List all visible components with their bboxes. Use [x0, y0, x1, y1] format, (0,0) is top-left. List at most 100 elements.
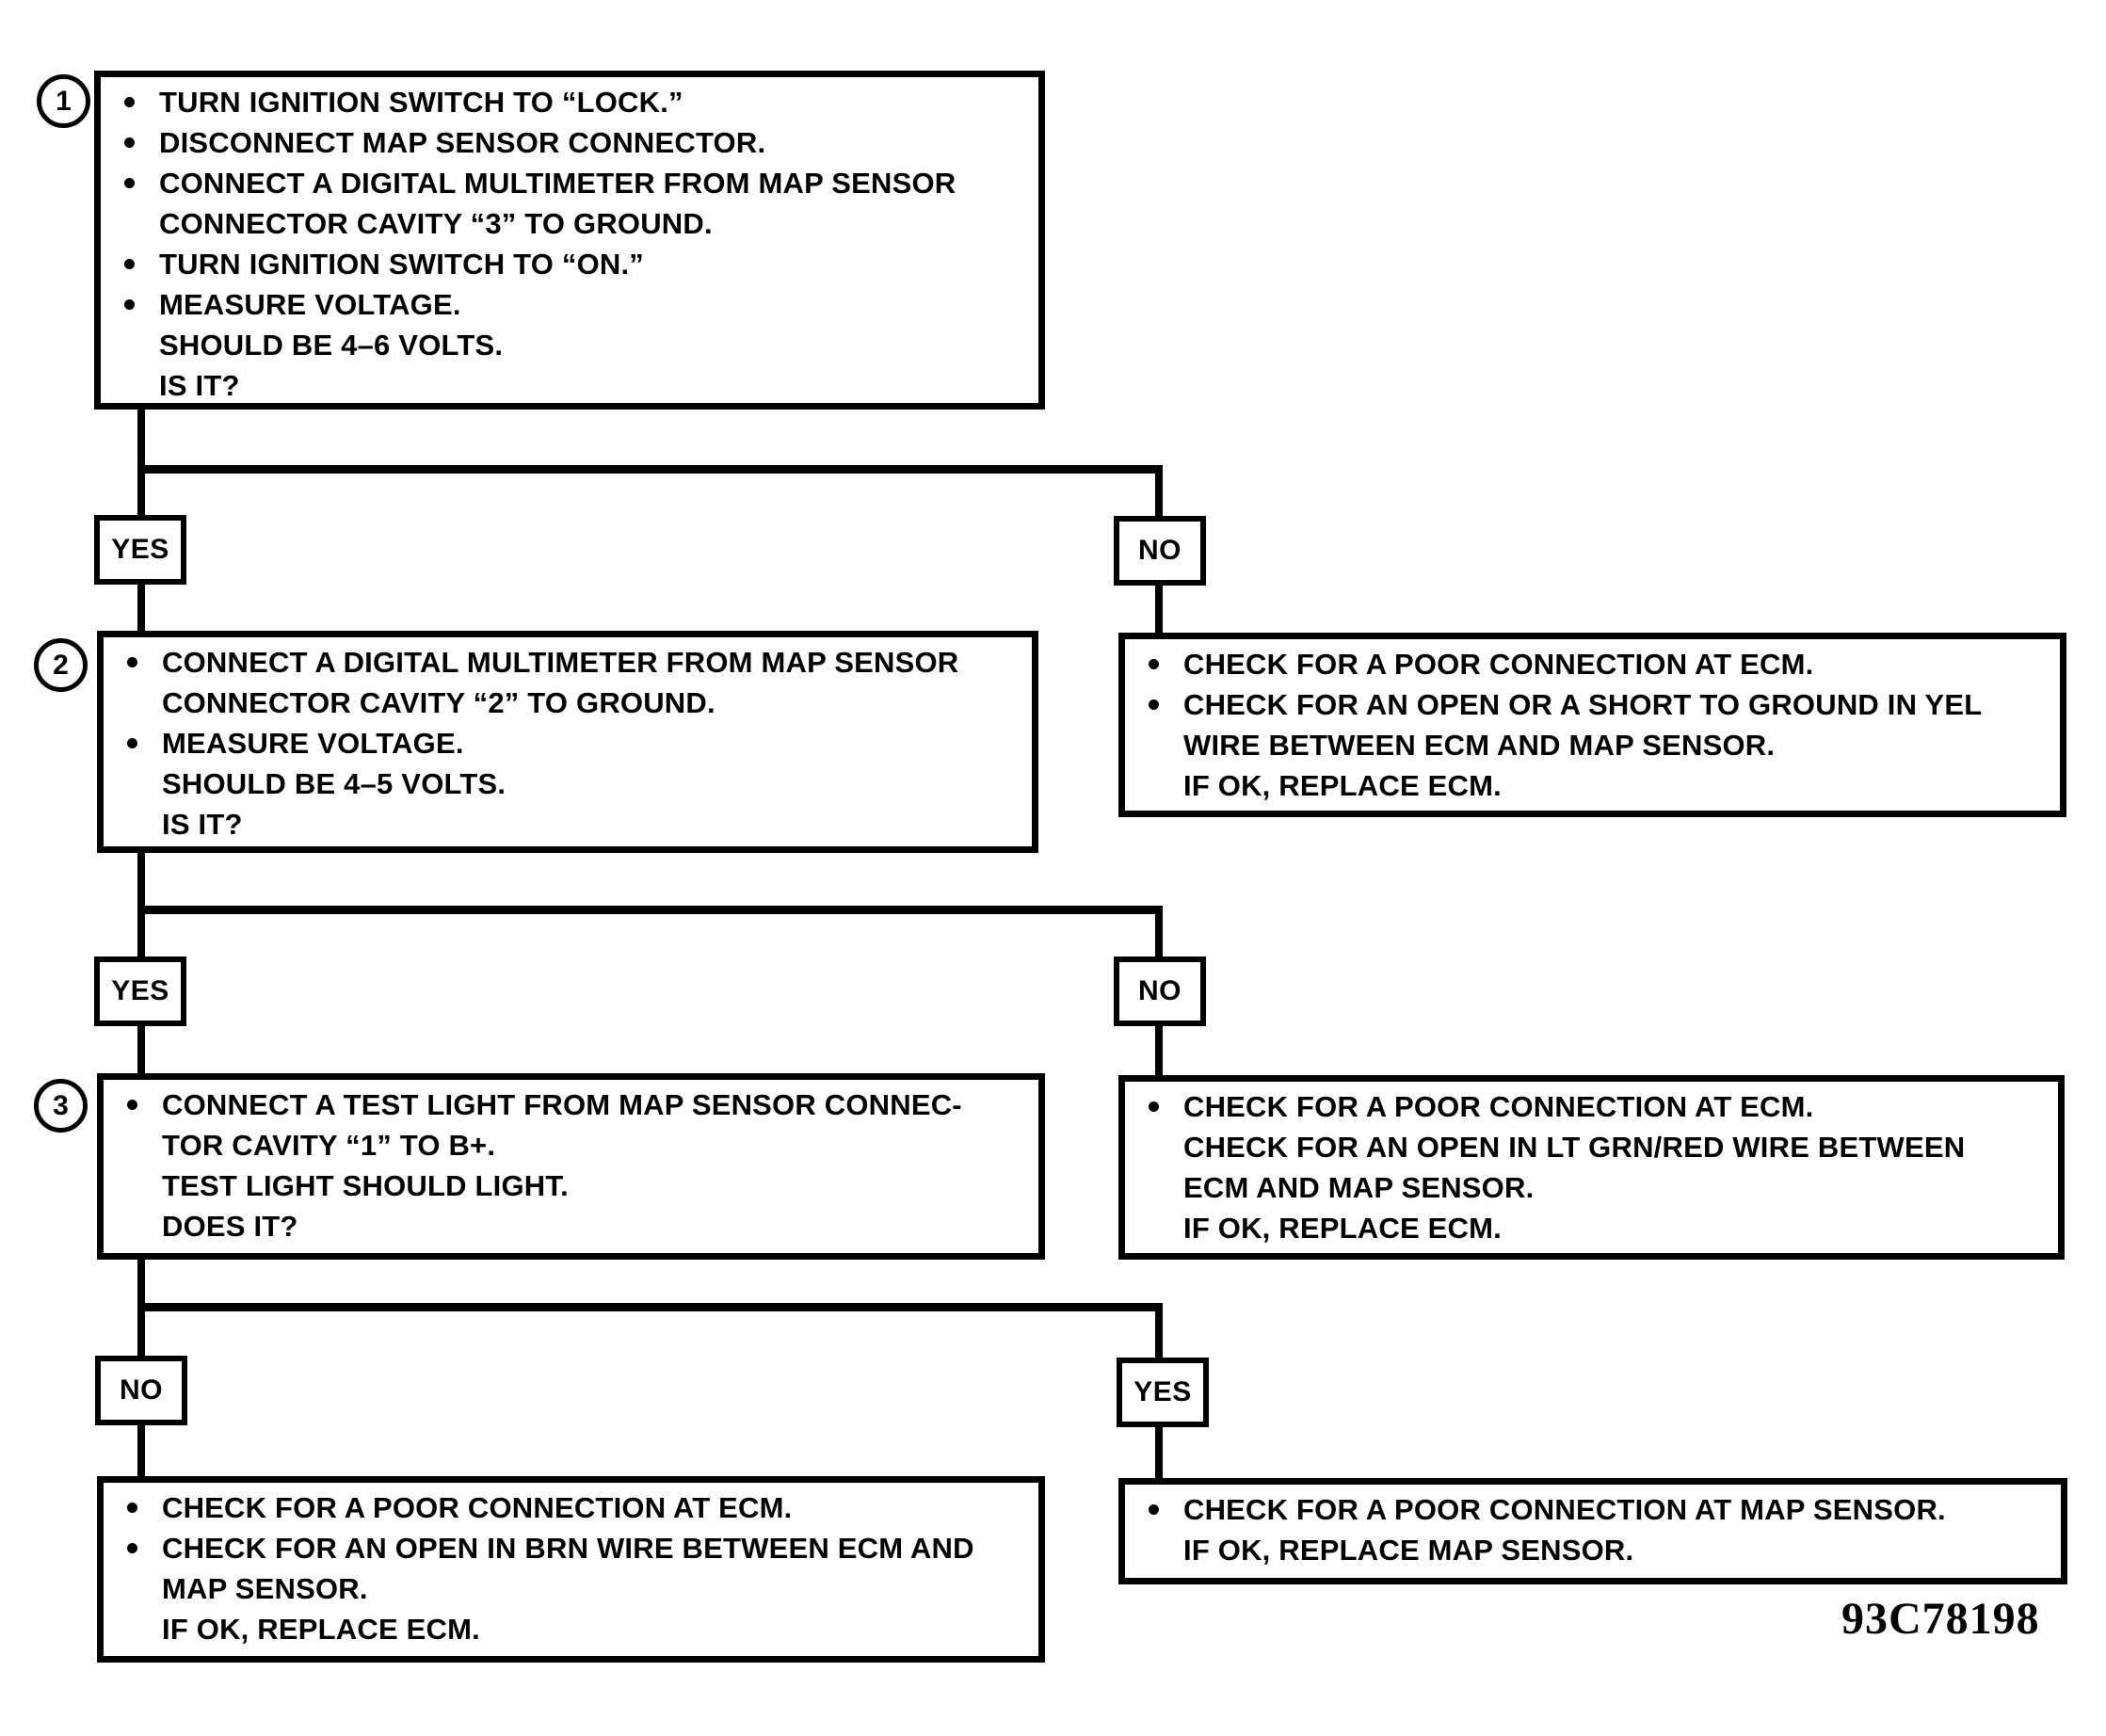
instruction-text: TURN IGNITION SWITCH TO “LOCK.” — [159, 85, 683, 119]
instruction-text: SHOULD BE 4–6 VOLTS. — [159, 328, 504, 362]
step-3-box: CONNECT A TEST LIGHT FROM MAP SENSOR CON… — [97, 1073, 1045, 1260]
connector-line — [137, 581, 145, 635]
bullet-dot — [127, 1543, 137, 1553]
instruction-line: CONNECTOR CAVITY “3” TO GROUND. — [101, 203, 1031, 244]
instruction-text: IF OK, REPLACE ECM. — [162, 1612, 480, 1646]
instruction-text: TOR CAVITY “1” TO B+. — [162, 1128, 496, 1162]
result-box-no-branch-3: CHECK FOR A POOR CONNECTION AT ECM. CHECK… — [97, 1476, 1045, 1663]
instruction-line: TURN IGNITION SWITCH TO “ON.” — [101, 244, 1031, 284]
step-1-box: TURN IGNITION SWITCH TO “LOCK.” DISCONNEC… — [94, 71, 1045, 410]
bullet-dot — [1149, 1504, 1159, 1515]
figure-code: 93C78198 — [1841, 1594, 2040, 1644]
instruction-line: CONNECT A DIGITAL MULTIMETER FROM MAP SE… — [101, 163, 1031, 203]
instruction-line: TEST LIGHT SHOULD LIGHT. — [104, 1165, 1031, 1206]
instruction-line: IF OK, REPLACE ECM. — [1125, 765, 2052, 806]
bullet-dot — [1149, 699, 1159, 710]
instruction-line: TURN IGNITION SWITCH TO “LOCK.” — [101, 82, 1031, 122]
instruction-text: MAP SENSOR. — [162, 1571, 368, 1605]
bullet-dot — [124, 137, 135, 148]
instruction-line: CHECK FOR AN OPEN IN BRN WIRE BETWEEN EC… — [104, 1528, 1031, 1568]
instruction-text: CONNECT A DIGITAL MULTIMETER FROM MAP SE… — [159, 166, 957, 200]
instruction-line: CHECK FOR A POOR CONNECTION AT ECM. — [104, 1487, 1031, 1528]
connector-line — [1155, 1022, 1163, 1080]
branch-1-no-label: NO — [1114, 516, 1206, 586]
step-2-box: CONNECT A DIGITAL MULTIMETER FROM MAP SE… — [97, 631, 1038, 853]
result-box-no-branch-2: CHECK FOR A POOR CONNECTION AT ECM. CHECK… — [1118, 1075, 2065, 1260]
instruction-line: ECM AND MAP SENSOR. — [1125, 1167, 2050, 1208]
connector-line — [137, 849, 145, 961]
instruction-line: CHECK FOR A POOR CONNECTION AT MAP SENSO… — [1125, 1489, 2053, 1530]
bullet-dot — [1149, 1101, 1159, 1112]
bullet-dot — [124, 178, 135, 188]
instruction-line: CHECK FOR A POOR CONNECTION AT ECM. — [1125, 644, 2052, 684]
instruction-text: CONNECTOR CAVITY “3” TO GROUND. — [159, 206, 713, 240]
instruction-text: CONNECT A DIGITAL MULTIMETER FROM MAP SE… — [162, 645, 959, 679]
instruction-text: CONNECT A TEST LIGHT FROM MAP SENSOR CON… — [162, 1087, 962, 1121]
instruction-line: WIRE BETWEEN ECM AND MAP SENSOR. — [1125, 725, 2052, 765]
instruction-line: CONNECT A DIGITAL MULTIMETER FROM MAP SE… — [104, 642, 1024, 683]
instruction-text: IF OK, REPLACE MAP SENSOR. — [1183, 1533, 1634, 1567]
connector-line — [1155, 1423, 1163, 1483]
instruction-text: CHECK FOR A POOR CONNECTION AT ECM. — [1183, 647, 1814, 681]
instruction-text: IS IT? — [159, 368, 240, 402]
instruction-text: IF OK, REPLACE ECM. — [1183, 768, 1502, 802]
instruction-text: SHOULD BE 4–5 VOLTS. — [162, 766, 506, 800]
step-3-number-badge: 3 — [34, 1079, 88, 1133]
step-1-number-badge: 1 — [37, 74, 90, 128]
connector-line — [1155, 1303, 1163, 1362]
instruction-line: DOES IT? — [104, 1206, 1031, 1246]
instruction-text: CHECK FOR AN OPEN IN BRN WIRE BETWEEN EC… — [162, 1531, 974, 1565]
step-2-number-badge: 2 — [34, 638, 88, 692]
branch-2-yes-label: YES — [94, 956, 186, 1026]
result-box-yes-branch-3: CHECK FOR A POOR CONNECTION AT MAP SENSO… — [1118, 1478, 2067, 1584]
instruction-line: IF OK, REPLACE ECM. — [1125, 1208, 2050, 1248]
instruction-line: CHECK FOR AN OPEN IN LT GRN/RED WIRE BET… — [1125, 1127, 2050, 1167]
branch-3-yes-label: YES — [1117, 1358, 1209, 1427]
bullet-dot — [124, 299, 135, 310]
instruction-line: MEASURE VOLTAGE. — [101, 284, 1031, 325]
instruction-text: DISCONNECT MAP SENSOR CONNECTOR. — [159, 125, 766, 159]
connector-line — [1155, 582, 1163, 637]
instruction-line: MEASURE VOLTAGE. — [104, 723, 1024, 764]
instruction-text: DOES IT? — [162, 1209, 298, 1243]
result-box-no-branch-1: CHECK FOR A POOR CONNECTION AT ECM. CHECK… — [1118, 633, 2066, 817]
instruction-line: CHECK FOR AN OPEN OR A SHORT TO GROUND I… — [1125, 684, 2052, 725]
instruction-line: MAP SENSOR. — [104, 1568, 1031, 1609]
instruction-line: IS IT? — [104, 804, 1024, 844]
instruction-text: CHECK FOR AN OPEN OR A SHORT TO GROUND I… — [1183, 687, 1983, 721]
branch-3-no-label: NO — [95, 1356, 187, 1425]
bullet-dot — [124, 259, 135, 269]
instruction-text: CHECK FOR AN OPEN IN LT GRN/RED WIRE BET… — [1183, 1130, 1966, 1164]
instruction-text: WIRE BETWEEN ECM AND MAP SENSOR. — [1183, 728, 1776, 762]
instruction-text: MEASURE VOLTAGE. — [159, 287, 461, 321]
bullet-dot — [124, 97, 135, 107]
instruction-line: TOR CAVITY “1” TO B+. — [104, 1125, 1031, 1165]
connector-line — [137, 1422, 145, 1481]
instruction-text: TURN IGNITION SWITCH TO “ON.” — [159, 247, 644, 281]
instruction-line: IS IT? — [101, 365, 1031, 406]
instruction-line: CONNECT A TEST LIGHT FROM MAP SENSOR CON… — [104, 1085, 1031, 1125]
instruction-line: SHOULD BE 4–6 VOLTS. — [101, 325, 1031, 365]
instruction-line: SHOULD BE 4–5 VOLTS. — [104, 764, 1024, 804]
bullet-dot — [1149, 659, 1159, 669]
bullet-dot — [127, 1100, 137, 1110]
connector-line — [1155, 465, 1163, 522]
instruction-text: IS IT? — [162, 807, 243, 841]
branch-2-no-label: NO — [1114, 956, 1206, 1026]
connector-line — [137, 1022, 145, 1078]
instruction-text: CHECK FOR A POOR CONNECTION AT MAP SENSO… — [1183, 1492, 1946, 1526]
instruction-text: CONNECTOR CAVITY “2” TO GROUND. — [162, 685, 715, 719]
connector-line — [137, 465, 1163, 474]
connector-line — [137, 1303, 1163, 1311]
instruction-text: TEST LIGHT SHOULD LIGHT. — [162, 1168, 569, 1202]
bullet-dot — [127, 1503, 137, 1513]
bullet-dot — [127, 657, 137, 667]
instruction-text: MEASURE VOLTAGE. — [162, 726, 464, 760]
instruction-text: ECM AND MAP SENSOR. — [1183, 1170, 1535, 1204]
instruction-text: CHECK FOR A POOR CONNECTION AT ECM. — [162, 1490, 793, 1524]
instruction-text: IF OK, REPLACE ECM. — [1183, 1211, 1502, 1245]
instruction-text: CHECK FOR A POOR CONNECTION AT ECM. — [1183, 1089, 1814, 1123]
instruction-line: IF OK, REPLACE MAP SENSOR. — [1125, 1530, 2053, 1570]
instruction-line: CHECK FOR A POOR CONNECTION AT ECM. — [1125, 1086, 2050, 1127]
